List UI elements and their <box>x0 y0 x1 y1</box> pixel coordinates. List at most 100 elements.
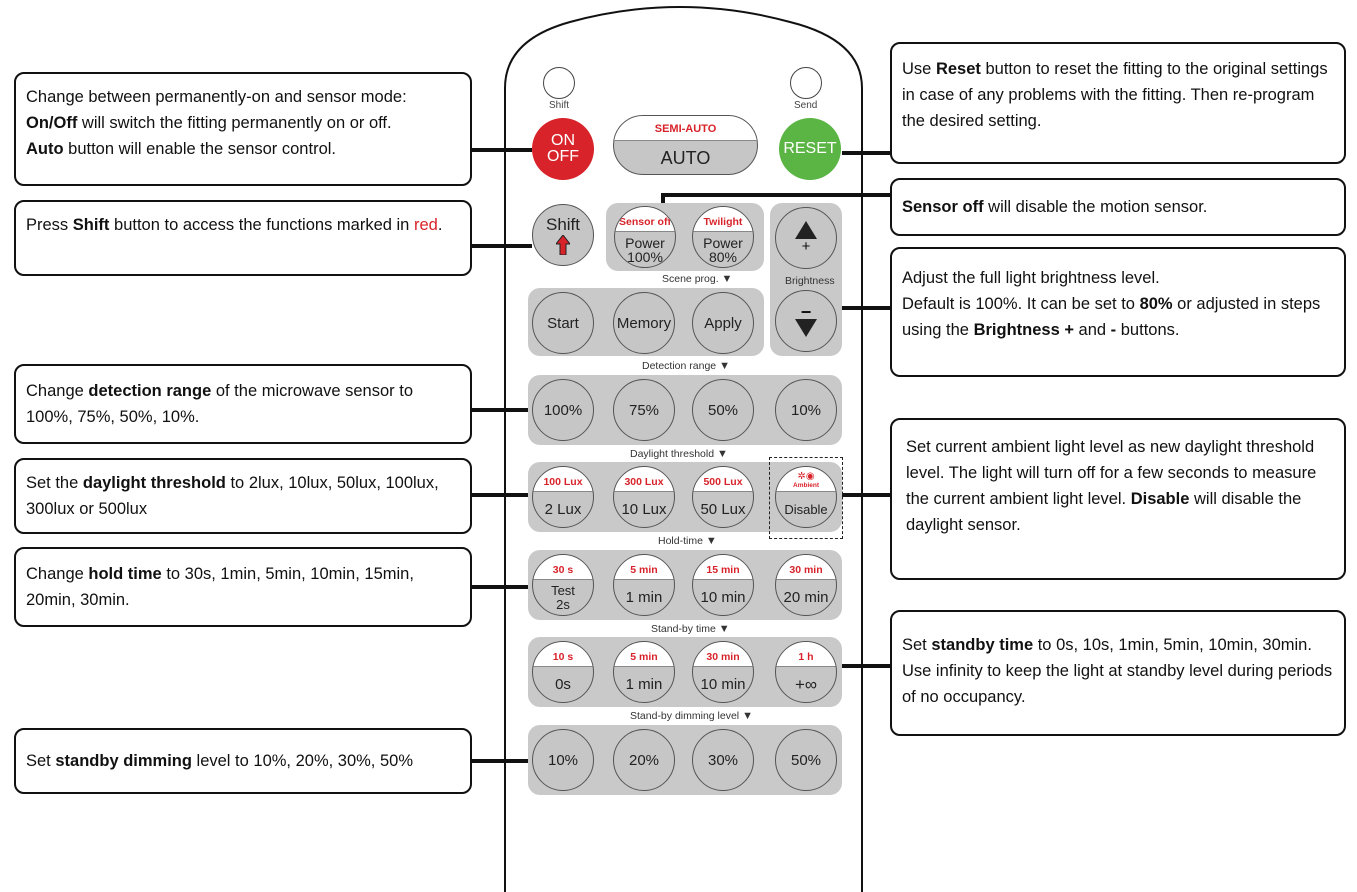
detection-50-button[interactable]: 50% <box>692 379 754 441</box>
brightness-plus-button[interactable]: + <box>775 207 837 269</box>
hold-1min-label: 1 min <box>625 588 663 606</box>
send-small-label: Send <box>794 100 818 111</box>
daylight-50lux-button[interactable]: 500 Lux 50 Lux <box>692 466 754 528</box>
triangle-down-icon: ▼ <box>716 448 728 460</box>
standby-10min-label: 10 min <box>700 675 746 693</box>
standby-0s-label: 0s <box>555 675 571 693</box>
standby-1min-button[interactable]: 5 min 1 min <box>613 641 675 703</box>
dimming-30-label: 30% <box>707 751 739 769</box>
callout-shift: Press Shift button to access the functio… <box>14 200 472 276</box>
shift-small-label: Shift <box>549 100 570 111</box>
triangle-down-icon: ▼ <box>719 360 730 372</box>
daylight-50lux-label: 50 Lux <box>700 500 746 518</box>
triangle-down-icon: ▼ <box>718 623 730 635</box>
daylight-2lux-label: 2 Lux <box>544 500 582 518</box>
triangle-down-icon: ▼ <box>705 535 717 547</box>
standby-infinity-button[interactable]: 1 h +∞ <box>775 641 837 703</box>
hold-20min-button[interactable]: 30 min 20 min <box>775 554 837 616</box>
on-off-label: ON OFF <box>547 132 579 165</box>
daylight-threshold-caption: Daylight threshold ▼ <box>630 448 728 460</box>
standby-0s-button[interactable]: 10 s 0s <box>532 641 594 703</box>
plus-label: + <box>801 238 811 255</box>
on-off-button[interactable]: ON OFF <box>532 118 594 180</box>
standby-10min-button[interactable]: 30 min 10 min <box>692 641 754 703</box>
brightness-minus-button[interactable]: − <box>775 290 837 352</box>
dimming-20-button[interactable]: 20% <box>613 729 675 791</box>
hold-1min-button[interactable]: 5 min 1 min <box>613 554 675 616</box>
shift-button-label: Shift <box>545 215 581 234</box>
send-indicator-led <box>790 67 822 99</box>
scene-memory-label: Memory <box>616 314 672 332</box>
standby-infinity-label: +∞ <box>794 674 818 694</box>
disable-label: Disable <box>784 501 828 517</box>
power-80-label: Power 80% <box>703 234 743 265</box>
callout-on-off: Change between permanently-on and sensor… <box>14 72 472 186</box>
scene-start-button[interactable]: Start <box>532 292 594 354</box>
triangle-down-icon: ▼ <box>742 710 753 722</box>
detection-10-button[interactable]: 10% <box>775 379 837 441</box>
dimming-level-caption: Stand-by dimming level ▼ <box>630 710 753 722</box>
daylight-10lux-button[interactable]: 300 Lux 10 Lux <box>613 466 675 528</box>
scene-apply-button[interactable]: Apply <box>692 292 754 354</box>
detection-75-button[interactable]: 75% <box>613 379 675 441</box>
auto-label: AUTO <box>660 148 711 168</box>
hold-test-label: Test 2s <box>551 582 575 612</box>
minus-label: − <box>800 302 812 322</box>
dimming-level-label: Stand-by dimming level <box>630 710 740 722</box>
callout-detection-range: Change detection range of the microwave … <box>14 364 472 444</box>
dimming-20-label: 20% <box>628 751 660 769</box>
detection-range-label: Detection range <box>642 360 717 372</box>
daylight-threshold-label: Daylight threshold <box>630 448 715 460</box>
power-100-button[interactable]: Sensor off Power 100% <box>614 206 676 268</box>
hold-10min-button[interactable]: 15 min 10 min <box>692 554 754 616</box>
shift-indicator-led <box>543 67 575 99</box>
hold-20min-label: 20 min <box>783 588 829 606</box>
power-100-label: Power 100% <box>625 234 665 265</box>
brightness-caption: Brightness <box>785 275 835 287</box>
detection-10-label: 10% <box>790 401 822 419</box>
power-80-button[interactable]: Twilight Power 80% <box>692 206 754 268</box>
dimming-10-label: 10% <box>547 751 579 769</box>
daylight-10lux-label: 10 Lux <box>621 500 667 518</box>
scene-memory-button[interactable]: Memory <box>613 292 675 354</box>
arrow-down-icon <box>795 319 817 337</box>
dimming-50-button[interactable]: 50% <box>775 729 837 791</box>
hold-test-button[interactable]: 30 s Test 2s <box>532 554 594 616</box>
callout-reset: Use Reset button to reset the fitting to… <box>890 42 1346 164</box>
standby-time-label: Stand-by time <box>651 623 716 635</box>
hold-10min-label: 10 min <box>700 588 746 606</box>
standby-time-caption: Stand-by time ▼ <box>651 623 730 635</box>
callout-daylight-threshold: Set the daylight threshold to 2lux, 10lu… <box>14 458 472 534</box>
callout-sensor-off: Sensor off will disable the motion senso… <box>890 178 1346 236</box>
detection-range-caption: Detection range ▼ <box>642 360 730 372</box>
triangle-down-icon: ▼ <box>721 273 733 285</box>
reset-button[interactable]: RESET <box>779 118 841 180</box>
scene-prog-caption: Scene prog. ▼ <box>662 273 732 285</box>
ambient-disable-button[interactable]: ✲◉ Ambient Disable <box>775 466 837 528</box>
hold-time-label: Hold-time <box>658 535 703 547</box>
arrow-up-icon <box>795 221 817 239</box>
dimming-30-button[interactable]: 30% <box>692 729 754 791</box>
detection-100-button[interactable]: 100% <box>532 379 594 441</box>
hold-time-caption: Hold-time ▼ <box>658 535 717 547</box>
callout-brightness: Adjust the full light brightness level. … <box>890 247 1346 377</box>
auto-button[interactable]: SEMI-AUTO AUTO <box>613 115 758 175</box>
reset-label: RESET <box>783 140 837 157</box>
daylight-2lux-button[interactable]: 100 Lux 2 Lux <box>532 466 594 528</box>
detection-75-label: 75% <box>628 401 660 419</box>
dimming-10-button[interactable]: 10% <box>532 729 594 791</box>
detection-100-label: 100% <box>543 401 583 419</box>
callout-standby-time: Set standby time to 0s, 10s, 1min, 5min,… <box>890 610 1346 736</box>
dimming-50-label: 50% <box>790 751 822 769</box>
standby-1min-label: 1 min <box>625 675 663 693</box>
detection-50-label: 50% <box>707 401 739 419</box>
scene-apply-label: Apply <box>704 314 742 332</box>
scene-start-label: Start <box>547 314 579 332</box>
shift-arrow-icon <box>556 235 570 255</box>
callout-hold-time: Change hold time to 30s, 1min, 5min, 10m… <box>14 547 472 627</box>
eye-icon: ✲◉ <box>797 471 815 483</box>
shift-button[interactable]: Shift <box>532 204 594 266</box>
callout-ambient: Set current ambient light level as new d… <box>890 418 1346 580</box>
semi-auto-label: SEMI-AUTO <box>614 116 757 141</box>
ambient-label: Ambient <box>793 482 819 490</box>
